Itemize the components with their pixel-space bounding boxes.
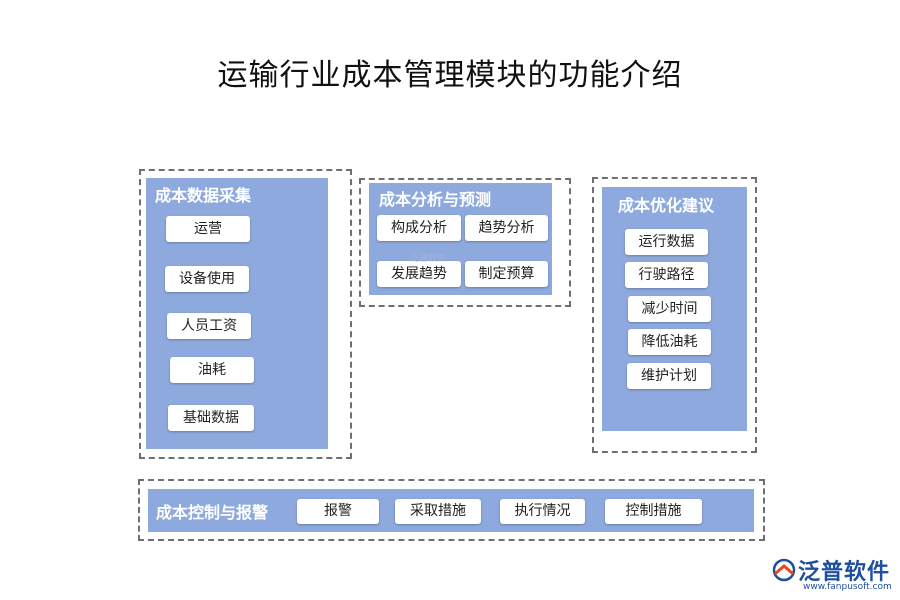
brand-logo: 泛普软件 www.fanpusoft.com xyxy=(772,554,892,594)
brand-url: www.fanpusoft.com xyxy=(803,582,892,592)
item-driving-route: 行驶路径 xyxy=(625,262,708,288)
item-operation: 运营 xyxy=(166,216,250,242)
item-staff-wages: 人员工资 xyxy=(167,313,251,339)
item-control-measures: 控制措施 xyxy=(605,499,702,524)
item-reduce-time: 减少时间 xyxy=(628,296,711,322)
item-basic-data: 基础数据 xyxy=(168,405,254,431)
optimization-frame xyxy=(592,177,757,453)
page-title: 运输行业成本管理模块的功能介绍 xyxy=(217,58,683,93)
item-trend-analysis: 趋势分析 xyxy=(465,215,548,241)
control-frame xyxy=(138,479,765,541)
item-fuel-consumption: 油耗 xyxy=(170,357,254,383)
analysis-title: 成本分析与预测 xyxy=(379,190,492,209)
data-collection-frame xyxy=(139,169,352,459)
item-composition-analysis: 构成分析 xyxy=(377,215,461,241)
item-equipment-usage: 设备使用 xyxy=(165,266,249,292)
brand-name: 泛普软件 xyxy=(798,560,891,585)
watermark-text: 泛普软件 xyxy=(410,254,447,264)
analysis-frame xyxy=(359,178,571,307)
item-development-trend: 发展趋势 xyxy=(377,261,461,287)
item-operating-data: 运行数据 xyxy=(625,229,708,255)
control-title: 成本控制与报警 xyxy=(156,503,269,522)
item-take-measures: 采取措施 xyxy=(395,499,481,524)
item-execution-status: 执行情况 xyxy=(500,499,585,524)
optimization-title: 成本优化建议 xyxy=(618,196,715,215)
item-maintenance-plan: 维护计划 xyxy=(627,363,711,389)
item-budget-planning: 制定预算 xyxy=(465,261,548,287)
item-reduce-fuel: 降低油耗 xyxy=(628,329,711,355)
brand-mark-icon xyxy=(772,558,796,582)
data-collection-title: 成本数据采集 xyxy=(155,186,252,205)
item-alarm: 报警 xyxy=(297,499,379,524)
